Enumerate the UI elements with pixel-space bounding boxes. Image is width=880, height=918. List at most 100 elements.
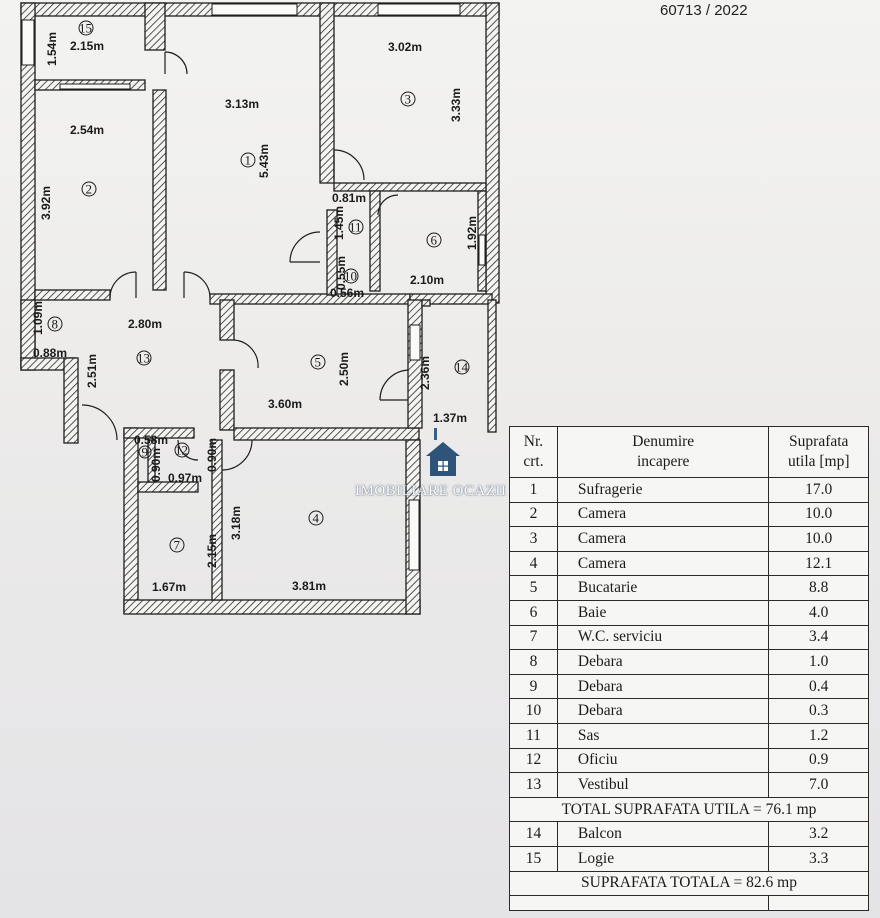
cell-name: Oficiu [556,747,770,774]
cell-nr: 9 [509,673,558,700]
cell-name: Baie [556,599,770,626]
svg-text:1.09m: 1.09m [31,301,45,335]
svg-text:1.92m: 1.92m [465,216,479,250]
svg-text:3.18m: 3.18m [229,506,243,540]
svg-text:12: 12 [175,443,188,458]
cell-area: 3.2 [768,821,869,847]
cell-nr: 5 [509,575,558,601]
cell-area: 3.3 [768,845,869,872]
total-useful-area-row: TOTAL SUPRAFATA UTILA = 76.1 mp [509,796,869,823]
cell-nr: 8 [509,649,558,675]
svg-text:13: 13 [137,351,150,366]
svg-text:8: 8 [52,317,59,332]
cell-nr: 3 [509,526,558,552]
svg-text:0.58m: 0.58m [134,433,168,447]
column-header-area: Suprafata utila [mp] [768,426,869,478]
total-useful-area-row-text: TOTAL SUPRAFATA UTILA = 76.1 mp [509,796,869,823]
watermark: IMOBILIARE OCAZII [355,483,507,499]
cell-area: 0.9 [768,747,869,774]
cell-nr: 1 [509,477,558,503]
svg-text:7: 7 [174,538,181,553]
cell-nr: 7 [509,624,558,651]
cell-area: 17.0 [768,477,869,503]
cell-area: 8.8 [768,575,869,601]
house-icon [426,428,460,476]
cell-area: 0.3 [768,698,869,724]
svg-text:2.50m: 2.50m [337,352,351,386]
svg-text:2.15m: 2.15m [70,39,104,53]
svg-text:0.88m: 0.88m [33,346,67,360]
cell-name: Camera [556,526,770,552]
cell-area: 10.0 [768,501,869,528]
column-header-name: Denumire incapere [556,426,770,478]
svg-text:0.90m: 0.90m [205,438,219,472]
room-labels: 3.13m 5.43m 1 2.54m 3.92m 2 3.02m 3.33m … [31,20,479,594]
cell-name: Debara [556,649,770,675]
document-reference: 60713 / 2022 [660,2,748,19]
walls [20,2,500,615]
cell-name: Debara [556,673,770,700]
svg-text:1.67m: 1.67m [152,580,186,594]
cell-name: Balcon [556,821,770,847]
cell-nr: 6 [509,599,558,626]
svg-text:9: 9 [142,445,149,460]
svg-text:2: 2 [86,182,93,197]
cell-name: W.C. serviciu [556,624,770,651]
svg-text:1.54m: 1.54m [45,32,59,66]
cell-name: Sas [556,722,770,749]
svg-text:0.55m: 0.55m [334,256,348,290]
svg-text:3.60m: 3.60m [268,397,302,411]
svg-text:2.51m: 2.51m [85,354,99,388]
svg-text:4: 4 [313,511,320,526]
cell-nr: 2 [509,501,558,528]
cell-name: Camera [556,501,770,528]
cell-area: 7.0 [768,772,869,798]
svg-text:5: 5 [315,355,322,370]
svg-text:6: 6 [431,233,438,248]
cell-nr: 13 [509,772,558,798]
cell-area: 10.0 [768,526,869,552]
doors [81,51,409,471]
cell-name: Logie [556,845,770,872]
svg-text:2.10m: 2.10m [410,273,444,287]
cell-nr: 15 [509,845,558,872]
cell-area: 1.0 [768,649,869,675]
svg-text:3.33m: 3.33m [449,88,463,122]
room-areas-table: Nr. crt. Denumire incapere Suprafata uti… [508,426,869,912]
svg-text:5.43m: 5.43m [257,144,271,178]
total-area-row: SUPRAFATA TOTALA = 82.6 mp [509,870,869,897]
cell-name: Vestibul [556,772,770,798]
svg-text:0.90m: 0.90m [149,448,163,482]
cell-nr: 12 [509,747,558,774]
cell-nr: 10 [509,698,558,724]
svg-text:3.13m: 3.13m [225,97,259,111]
svg-text:1.37m: 1.37m [433,411,467,425]
svg-text:0.97m: 0.97m [168,471,202,485]
svg-text:0.56m: 0.56m [330,286,364,300]
total-area-row-text: SUPRAFATA TOTALA = 82.6 mp [509,870,869,897]
svg-text:3.81m: 3.81m [292,579,326,593]
cell-area: 12.1 [768,550,869,577]
cell-name: Bucatarie [556,575,770,601]
cell-area: 0.4 [768,673,869,700]
cell-nr: 11 [509,722,558,749]
footer-cell [768,895,869,912]
svg-text:2.36m: 2.36m [418,356,432,390]
table-header-row: Nr. crt. Denumire incapere Suprafata uti… [509,426,869,478]
svg-text:3.02m: 3.02m [388,40,422,54]
column-header-nr: Nr. crt. [509,426,558,478]
cell-area: 4.0 [768,599,869,626]
